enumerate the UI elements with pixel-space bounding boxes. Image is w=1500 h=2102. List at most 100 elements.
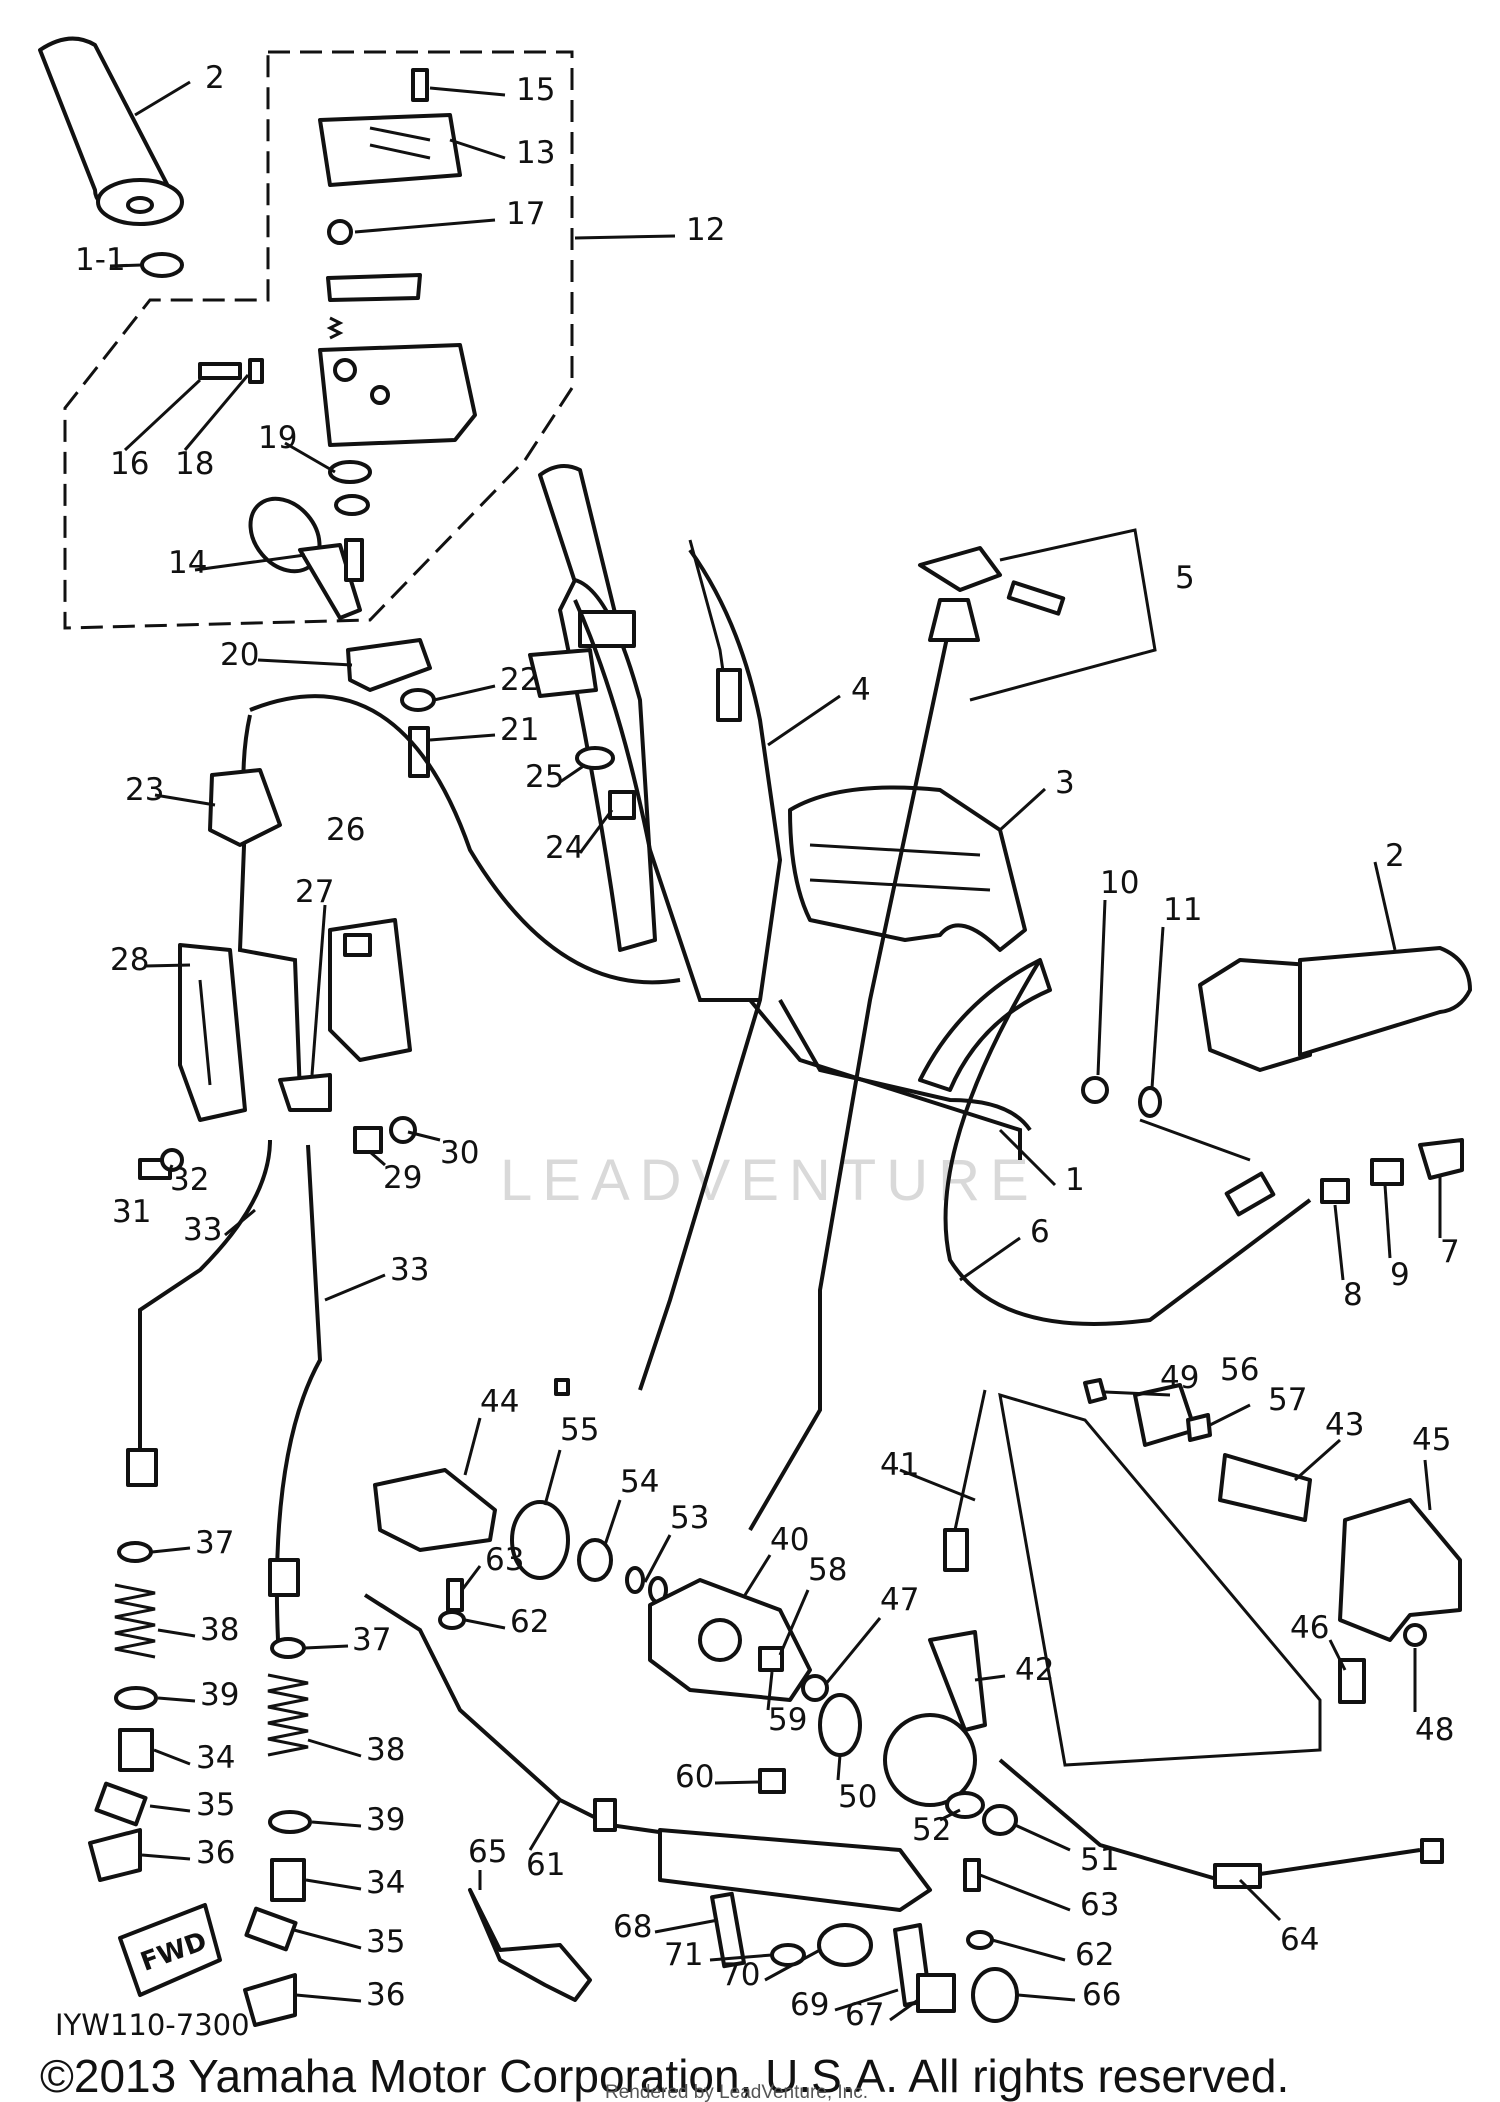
part-callout: 38 xyxy=(200,1612,239,1648)
cable-4-lower xyxy=(573,599,760,1002)
part-callout: 32 xyxy=(170,1162,209,1198)
box-26 xyxy=(328,918,412,1062)
part-callout: 58 xyxy=(808,1552,847,1588)
plug-57 xyxy=(1186,1413,1212,1442)
bushing-67 xyxy=(916,1973,956,2013)
part-callout: 50 xyxy=(838,1779,877,1815)
screw-48 xyxy=(1403,1623,1427,1647)
part-callout: 9 xyxy=(1390,1257,1410,1293)
part-callout: 12 xyxy=(686,212,725,248)
washer-19b xyxy=(334,494,370,516)
screw-15 xyxy=(411,68,429,102)
collar-66 xyxy=(971,1967,1019,2023)
washer-39-right xyxy=(268,1810,312,1834)
ring-53a xyxy=(625,1566,645,1594)
part-callout: 14 xyxy=(168,545,207,581)
part-callout: 29 xyxy=(383,1160,422,1196)
lever-arm xyxy=(326,273,422,302)
part-callout: 8 xyxy=(1343,1277,1363,1313)
part-callout: 10 xyxy=(1100,865,1139,901)
part-callout: 70 xyxy=(721,1957,760,1993)
part-callout: 34 xyxy=(196,1740,235,1776)
part-callout: 60 xyxy=(675,1759,714,1795)
cable-6 xyxy=(943,958,1312,1326)
part-callout: 4 xyxy=(851,672,871,708)
sleeve-35-left xyxy=(94,1781,148,1827)
spring-34-right xyxy=(270,1858,306,1902)
washer-54 xyxy=(577,1538,613,1582)
washer-37-right xyxy=(270,1637,306,1659)
part-callout: 67 xyxy=(845,1997,884,2033)
watermark: LEADVENTURE xyxy=(500,1148,1039,1213)
washer-32 xyxy=(160,1148,184,1172)
part-callout: 40 xyxy=(770,1522,809,1558)
cable-64 xyxy=(998,1758,1421,1883)
collar xyxy=(578,610,636,648)
part-callout: 5 xyxy=(1175,560,1195,596)
part-callout: 53 xyxy=(670,1500,709,1536)
part-callout: 35 xyxy=(196,1787,235,1823)
part-callout: 44 xyxy=(480,1384,519,1420)
cable-end-55 xyxy=(554,1378,570,1396)
part-callout: 18 xyxy=(175,446,214,482)
part-callout: 51 xyxy=(1080,1842,1119,1878)
part-callout: 3 xyxy=(1055,765,1075,801)
oring-50 xyxy=(818,1693,862,1757)
part-callout: 43 xyxy=(1325,1407,1364,1443)
part-callout: 61 xyxy=(526,1847,565,1883)
fwd-plate xyxy=(118,1903,222,1997)
part-27 xyxy=(278,1073,332,1112)
choke-cable xyxy=(748,599,957,1532)
adjuster-6 xyxy=(1224,1171,1276,1217)
part-callout: 6 xyxy=(1030,1214,1050,1250)
screw-63b xyxy=(963,1858,981,1892)
cable-top-5 xyxy=(928,598,980,642)
part-callout: 68 xyxy=(613,1909,652,1945)
part-callout: 63 xyxy=(485,1542,524,1578)
part-callout: 63 xyxy=(1080,1887,1119,1923)
part-callout: 47 xyxy=(880,1582,919,1618)
throttle-cover xyxy=(318,113,462,187)
copyright-footer: ©2013 Yamaha Motor Corporation, U.S.A. A… xyxy=(40,2050,1289,2102)
part-callout: 64 xyxy=(1280,1922,1319,1958)
part-callout: 71 xyxy=(664,1937,703,1973)
part-callout: 42 xyxy=(1015,1652,1054,1688)
part-callout: 49 xyxy=(1160,1360,1199,1396)
ring-62a xyxy=(438,1610,466,1630)
part-callout: 24 xyxy=(545,830,584,866)
lever-bracket xyxy=(528,648,598,698)
leader-5 xyxy=(969,528,1157,702)
throttle-housing xyxy=(318,343,477,447)
sleeve-61 xyxy=(658,1828,932,1912)
ring-62b xyxy=(966,1930,994,1950)
part-callout: 46 xyxy=(1290,1610,1329,1646)
part-callout: 54 xyxy=(620,1464,659,1500)
spring-70 xyxy=(817,1923,873,1967)
part-callout: 66 xyxy=(1082,1977,1121,2013)
leader-lines xyxy=(109,80,1442,2022)
part-callout: 17 xyxy=(506,196,545,232)
bracket-5 xyxy=(918,546,1002,592)
part-callout: 41 xyxy=(880,1447,919,1483)
part-callout: 48 xyxy=(1415,1712,1454,1748)
cable-adjuster-4 xyxy=(716,668,742,722)
bracket-28-slot xyxy=(198,979,212,1086)
part-callout: 15 xyxy=(516,72,555,108)
rod-41-end xyxy=(943,1528,969,1572)
adjuster-33-left xyxy=(126,1448,158,1487)
washer-19a xyxy=(328,460,372,484)
part-callout: 25 xyxy=(525,759,564,795)
cable-33-left xyxy=(138,1139,272,1475)
part-callout: 26 xyxy=(326,812,365,848)
part-callout: 55 xyxy=(560,1412,599,1448)
rendered-by-credit: Rendered by LeadVenture, Inc. xyxy=(605,2082,868,2102)
seal-55 xyxy=(510,1500,570,1580)
adjuster-61 xyxy=(593,1798,617,1832)
part-callout: 31 xyxy=(112,1194,151,1230)
part-callout: 33 xyxy=(183,1212,222,1248)
spring-38-right xyxy=(267,1673,309,1757)
pin-5 xyxy=(1006,580,1066,616)
part-callout: 69 xyxy=(790,1987,829,2023)
